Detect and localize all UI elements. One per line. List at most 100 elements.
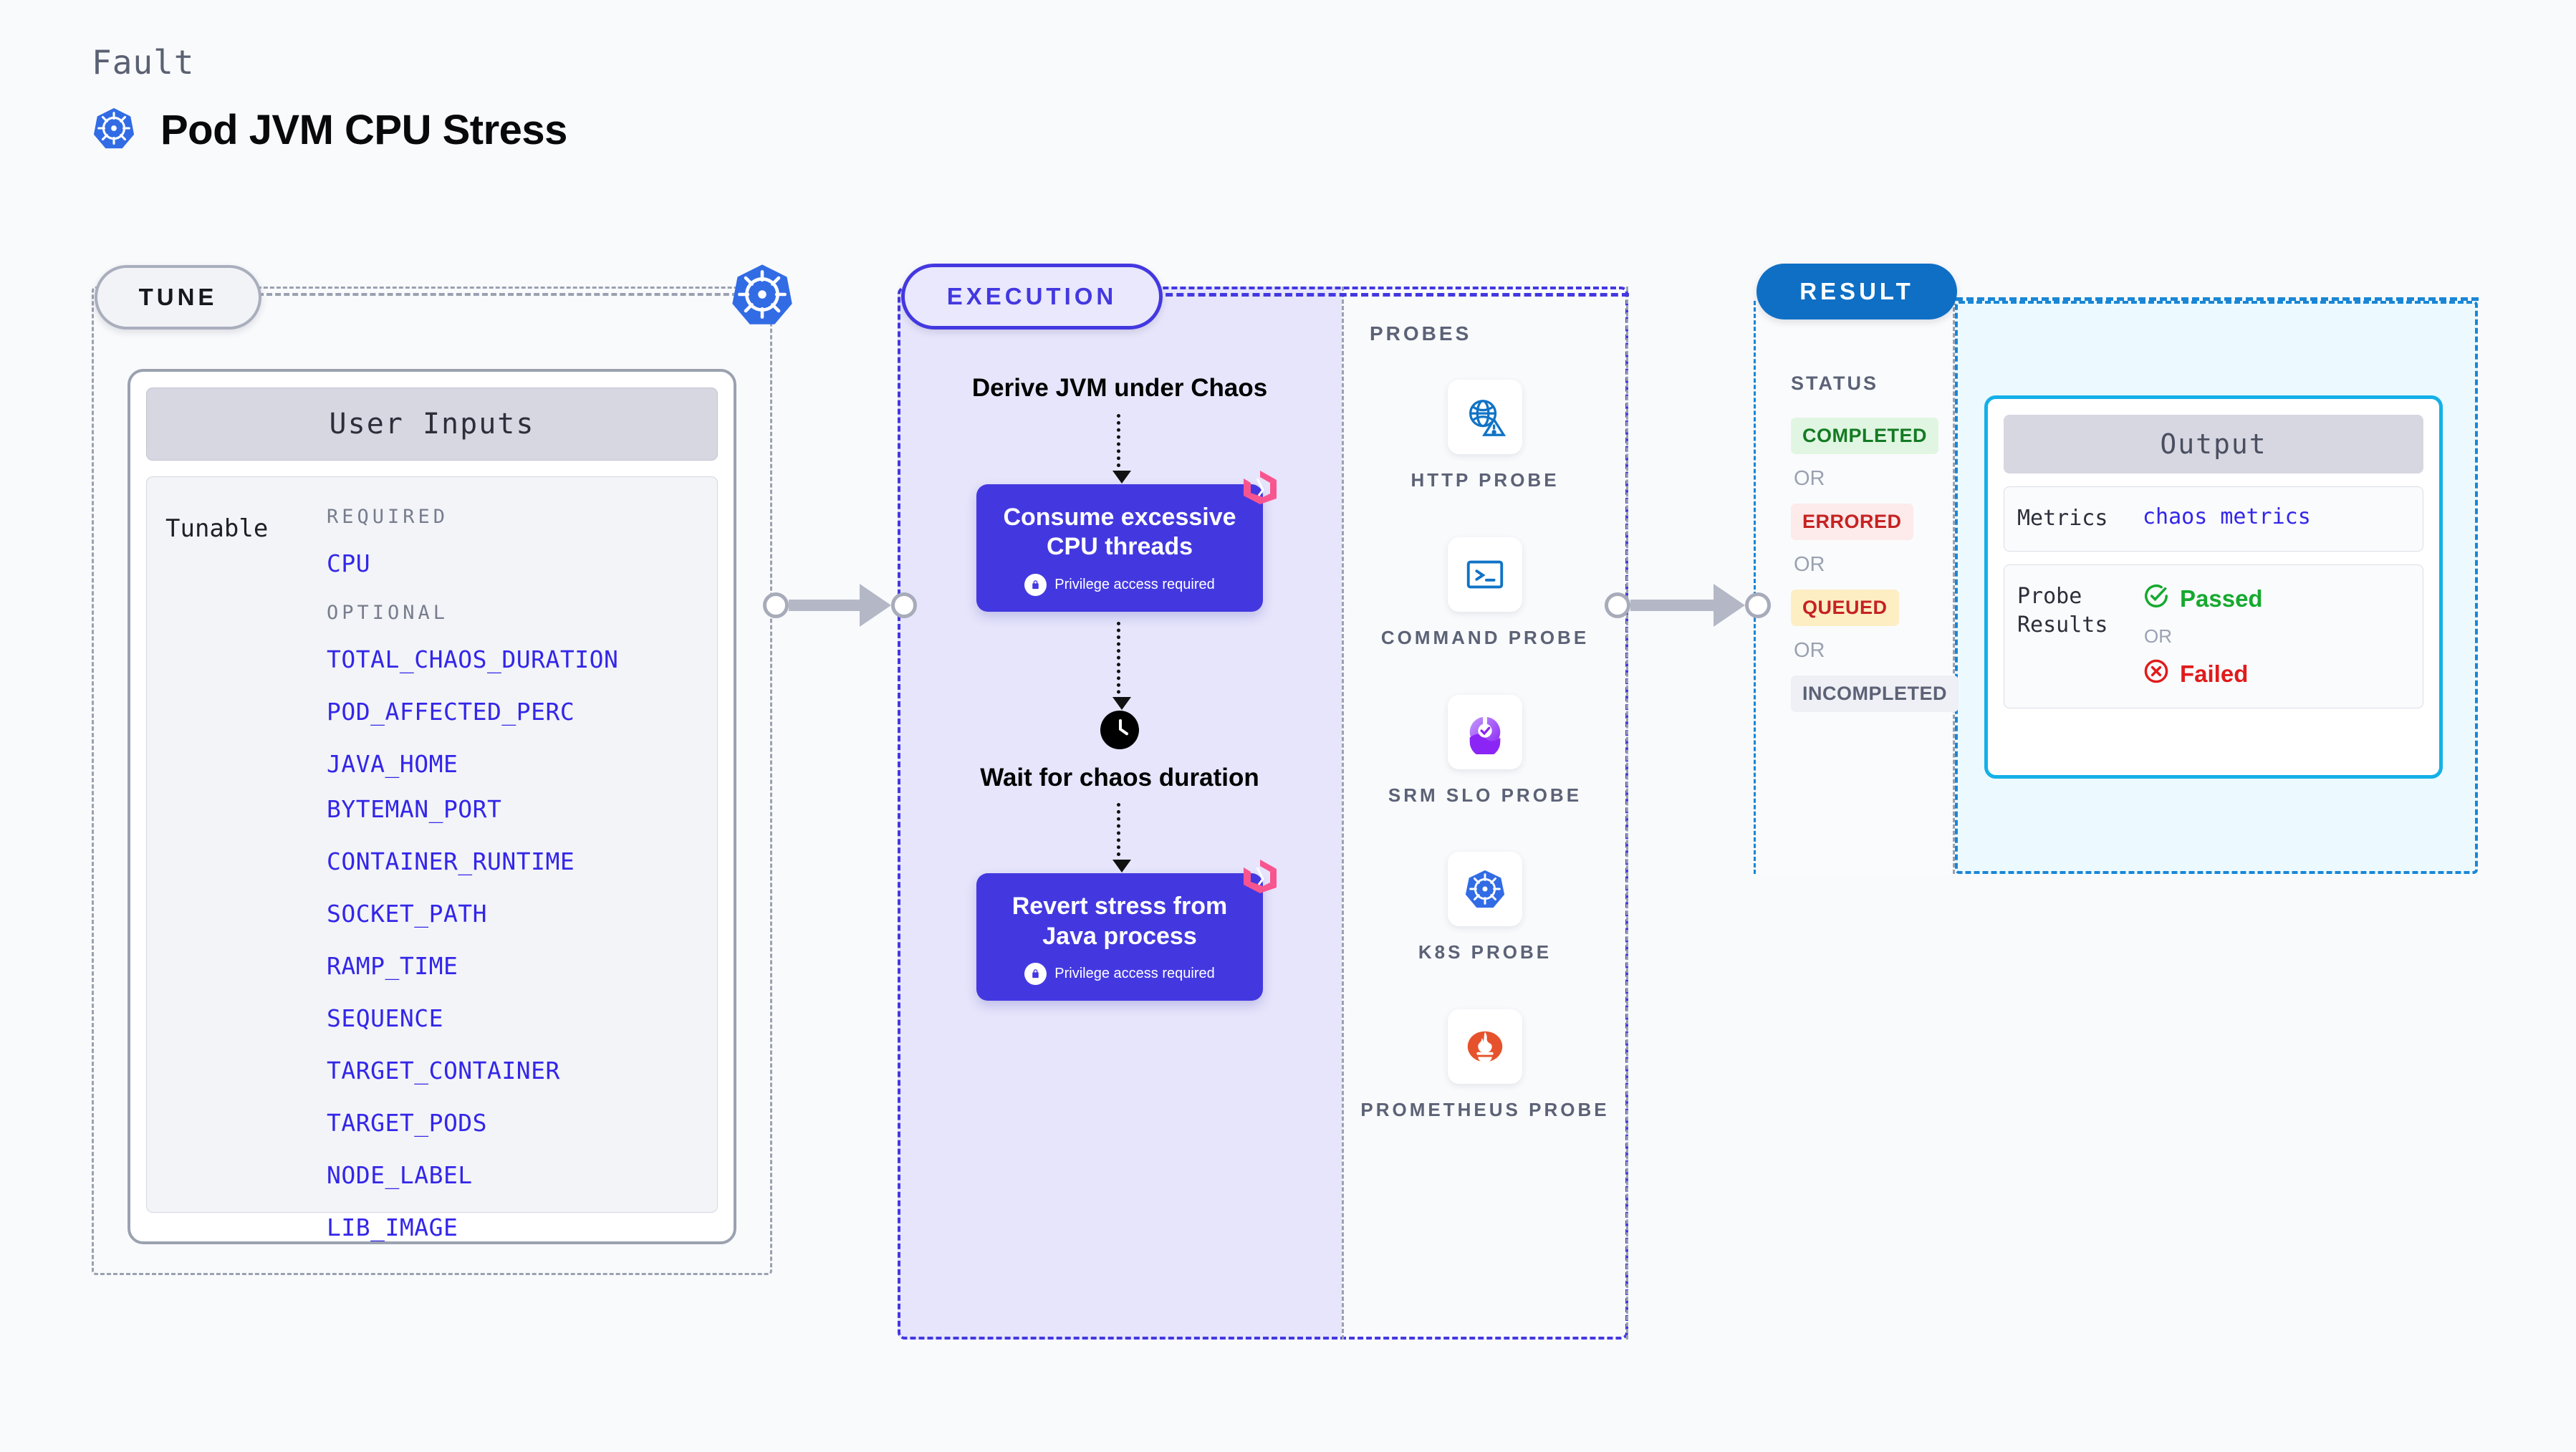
connector-dot [891, 592, 917, 618]
tune-badge[interactable]: TUNE [95, 265, 261, 330]
lock-icon [1024, 573, 1047, 596]
exec-card-revert-stress[interactable]: Revert stress from Java process Privileg… [976, 860, 1277, 1001]
probe-passed-label: Passed [2180, 585, 2263, 612]
param-ramp-time[interactable]: RAMP_TIME [327, 952, 458, 980]
probe-label: COMMAND PROBE [1380, 626, 1590, 648]
flow-arrow [1112, 413, 1131, 484]
output-card: Output Metrics chaos metrics Probe Resul… [1984, 395, 2443, 779]
exec-card-consume-cpu[interactable]: Consume excessive CPU threads Privilege … [976, 470, 1277, 612]
param-pod-affected-perc[interactable]: POD_AFFECTED_PERC [327, 698, 575, 726]
or-label: OR [1794, 553, 1825, 576]
status-frame [1754, 301, 1955, 874]
output-header: Output [2004, 415, 2423, 473]
exec-card-title: Consume excessive CPU threads [1003, 503, 1236, 561]
flow-arrow [1112, 803, 1131, 873]
status-badge-errored: ERRORED [1791, 504, 1913, 540]
connector-arrowhead [860, 584, 891, 627]
privilege-note: Privilege access required [991, 963, 1249, 986]
probe-label: PROMETHEUS PROBE [1360, 1099, 1610, 1121]
required-label: REQUIRED [327, 506, 449, 528]
or-label: OR [1794, 639, 1825, 662]
litmus-icon [1241, 468, 1279, 506]
probe-results-values: Passed OR Failed [2143, 582, 2263, 691]
param-sequence[interactable]: SEQUENCE [327, 1004, 443, 1032]
user-inputs-card: User Inputs Tunable REQUIRED CPU OPTIONA… [128, 369, 736, 1244]
optional-label: OPTIONAL [327, 602, 449, 624]
param-column: REQUIRED CPU OPTIONAL TOTAL_CHAOS_DURATI… [327, 501, 717, 1241]
probe-result-passed: Passed [2143, 582, 2263, 615]
flow-arrow [1112, 621, 1131, 710]
connector-bar [789, 600, 860, 611]
param-node-label[interactable]: NODE_LABEL [327, 1161, 473, 1189]
status-badge-incompleted: INCOMPLETED [1791, 675, 1959, 712]
status-badge-queued: QUEUED [1791, 590, 1899, 626]
kubernetes-icon [92, 106, 136, 154]
probe-srm-slo[interactable]: SRM SLO PROBE [1388, 694, 1582, 808]
metrics-key: Metrics [2017, 506, 2108, 531]
metrics-row: Metrics chaos metrics [2004, 486, 2423, 552]
or-label: OR [1794, 467, 1825, 490]
execution-flow: Derive JVM under Chaos Consume excessive… [924, 372, 1315, 1001]
param-socket-path[interactable]: SOCKET_PATH [327, 900, 488, 928]
connector-dot [1745, 592, 1771, 618]
globe-warning-icon [1447, 380, 1522, 454]
probe-results-key: Probe Results [2017, 583, 2108, 638]
terminal-icon [1448, 537, 1522, 612]
param-target-pods[interactable]: TARGET_PODS [327, 1109, 488, 1137]
connector-dot [763, 592, 789, 618]
probe-prometheus[interactable]: PROMETHEUS PROBE [1360, 1009, 1609, 1122]
tune-frame [92, 287, 772, 1275]
status-title: STATUS [1791, 372, 1878, 394]
connector-arrowhead [1714, 584, 1745, 627]
check-circle-icon [2143, 582, 2170, 615]
connector-bar [1630, 600, 1714, 611]
privilege-note-text: Privilege access required [1054, 576, 1215, 592]
probe-command[interactable]: COMMAND PROBE [1381, 537, 1589, 650]
probe-http[interactable]: HTTP PROBE [1410, 380, 1559, 493]
tune-dashed-connector [258, 293, 772, 296]
fault-kicker: Fault [92, 43, 195, 82]
connector-dot [1605, 592, 1630, 618]
tunable-box: Tunable REQUIRED CPU OPTIONAL TOTAL_CHAO… [146, 476, 718, 1241]
title-row: Pod JVM CPU Stress [92, 106, 567, 154]
page-title: Pod JVM CPU Stress [160, 107, 567, 153]
probes-title: PROBES [1370, 322, 1472, 345]
param-target-container[interactable]: TARGET_CONTAINER [327, 1057, 560, 1085]
tune-to-execution-arrow [763, 584, 917, 627]
or-label: OR [2144, 625, 2172, 647]
probe-label: SRM SLO PROBE [1388, 784, 1582, 806]
result-badge[interactable]: RESULT [1756, 264, 1957, 319]
probe-results-row: Probe Results Passed OR Failed [2004, 564, 2423, 708]
param-byteman-port[interactable]: BYTEMAN_PORT [327, 795, 502, 823]
execution-to-result-arrow [1605, 584, 1771, 627]
param-java-home[interactable]: JAVA_HOME [327, 750, 458, 778]
kubernetes-icon [729, 261, 795, 327]
lock-icon [1024, 963, 1047, 986]
page-header: Fault Pod JVM CPU Stress [92, 43, 567, 154]
exec-step-wait: Wait for chaos duration [980, 763, 1259, 792]
probe-label: HTTP PROBE [1410, 469, 1559, 491]
tunable-label: Tunable [165, 514, 269, 543]
metrics-value[interactable]: chaos metrics [2143, 504, 2311, 529]
status-badge-completed: COMPLETED [1791, 418, 1939, 454]
status-column: STATUS COMPLETED OR ERRORED OR QUEUED OR… [1791, 372, 1959, 712]
prometheus-icon [1448, 1009, 1522, 1085]
probes-frame [1342, 287, 1628, 1340]
param-cpu[interactable]: CPU [327, 549, 371, 577]
privilege-note: Privilege access required [991, 573, 1249, 596]
probe-k8s[interactable]: K8S PROBE [1418, 852, 1552, 965]
probe-failed-label: Failed [2180, 660, 2249, 687]
param-total-chaos-duration[interactable]: TOTAL_CHAOS_DURATION [327, 645, 619, 673]
exec-step-derive-jvm: Derive JVM under Chaos [971, 374, 1268, 402]
probe-label: K8S PROBE [1418, 941, 1552, 963]
param-lib-image[interactable]: LIB_IMAGE [327, 1213, 458, 1241]
x-circle-icon [2143, 658, 2170, 691]
srm-slo-icon [1447, 694, 1522, 769]
execution-badge[interactable]: EXECUTION [901, 264, 1163, 330]
execution-dashed-connector [1155, 293, 1629, 297]
result-dashed-connector [1956, 297, 2479, 301]
clock-icon [1100, 710, 1139, 749]
param-container-runtime[interactable]: CONTAINER_RUNTIME [327, 847, 575, 875]
probe-result-failed: Failed [2143, 658, 2263, 691]
probes-list: HTTP PROBE COMMAND PROBE SRM SLO PROBE [1342, 380, 1628, 1122]
